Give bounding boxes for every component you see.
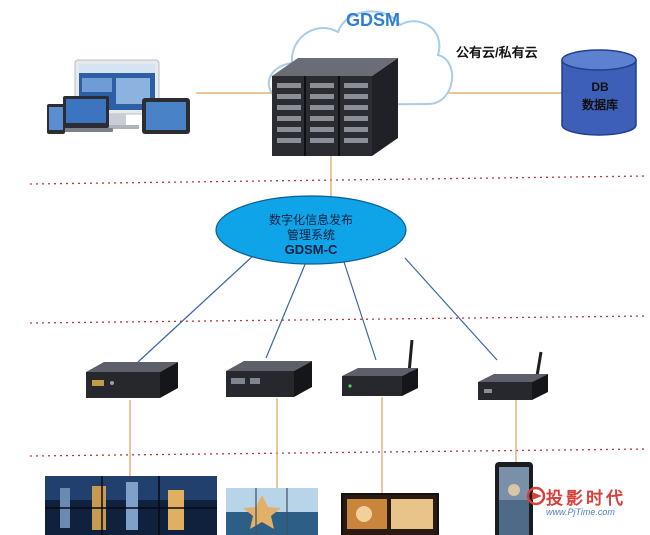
cms-label-line-2: 管理系统 [286, 228, 335, 242]
watermark-text: 投影时代 [546, 489, 626, 509]
media-player-1-icon [86, 362, 178, 398]
cms-label-line-1: 数字化信息发布 [268, 213, 353, 227]
link-cms-player-4 [404, 257, 498, 361]
cms-label-line-3: GDSM-C [284, 242, 338, 257]
database-label: DB [591, 80, 609, 94]
splicing-screen-display [226, 488, 318, 535]
cloud-title: GDSM [346, 10, 400, 30]
cms-ellipse [215, 195, 407, 265]
tier-divider-3 [29, 448, 649, 457]
menu-board-display [341, 493, 439, 535]
watermark-logo-icon [526, 486, 546, 506]
cloud-type-label: 公有云/私有云 [456, 45, 538, 60]
database-icon [561, 49, 637, 136]
watermark-url: www.PjTime.com [546, 507, 615, 517]
tier-divider-2 [29, 315, 649, 324]
database-sublabel: 数据库 [581, 98, 618, 112]
media-player-4-icon [478, 351, 548, 400]
tier-divider-1 [29, 175, 649, 185]
link-cms-player-2 [265, 261, 307, 359]
server-rack-icon [272, 58, 398, 156]
video-wall-display [45, 476, 217, 535]
media-player-2-icon [226, 361, 312, 397]
client-devices-icon [47, 59, 190, 134]
media-player-3-icon [342, 339, 418, 396]
link-cms-player-3 [343, 261, 377, 361]
link-cms-player-1 [137, 253, 256, 363]
kiosk-display [495, 462, 533, 535]
